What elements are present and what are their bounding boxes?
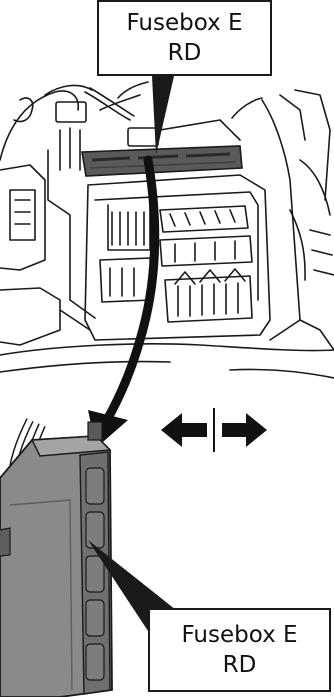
curved-pointer-arrow-icon [88,160,155,448]
engine-bay-drawing [0,82,334,378]
swap-horizontal-arrows-icon [161,408,267,452]
connector-icon [82,146,242,176]
ecu-module-icon [0,420,112,697]
callout-label-bottom: Fusebox E RD [148,608,331,692]
callout-top-line2: RD [168,38,202,68]
callout-label-top: Fusebox E RD [97,0,272,76]
callout-top-line1: Fusebox E [126,8,242,38]
callout-bottom-line2: RD [223,650,257,680]
callout-pointer-top [152,76,174,155]
callout-bottom-line1: Fusebox E [181,620,297,650]
